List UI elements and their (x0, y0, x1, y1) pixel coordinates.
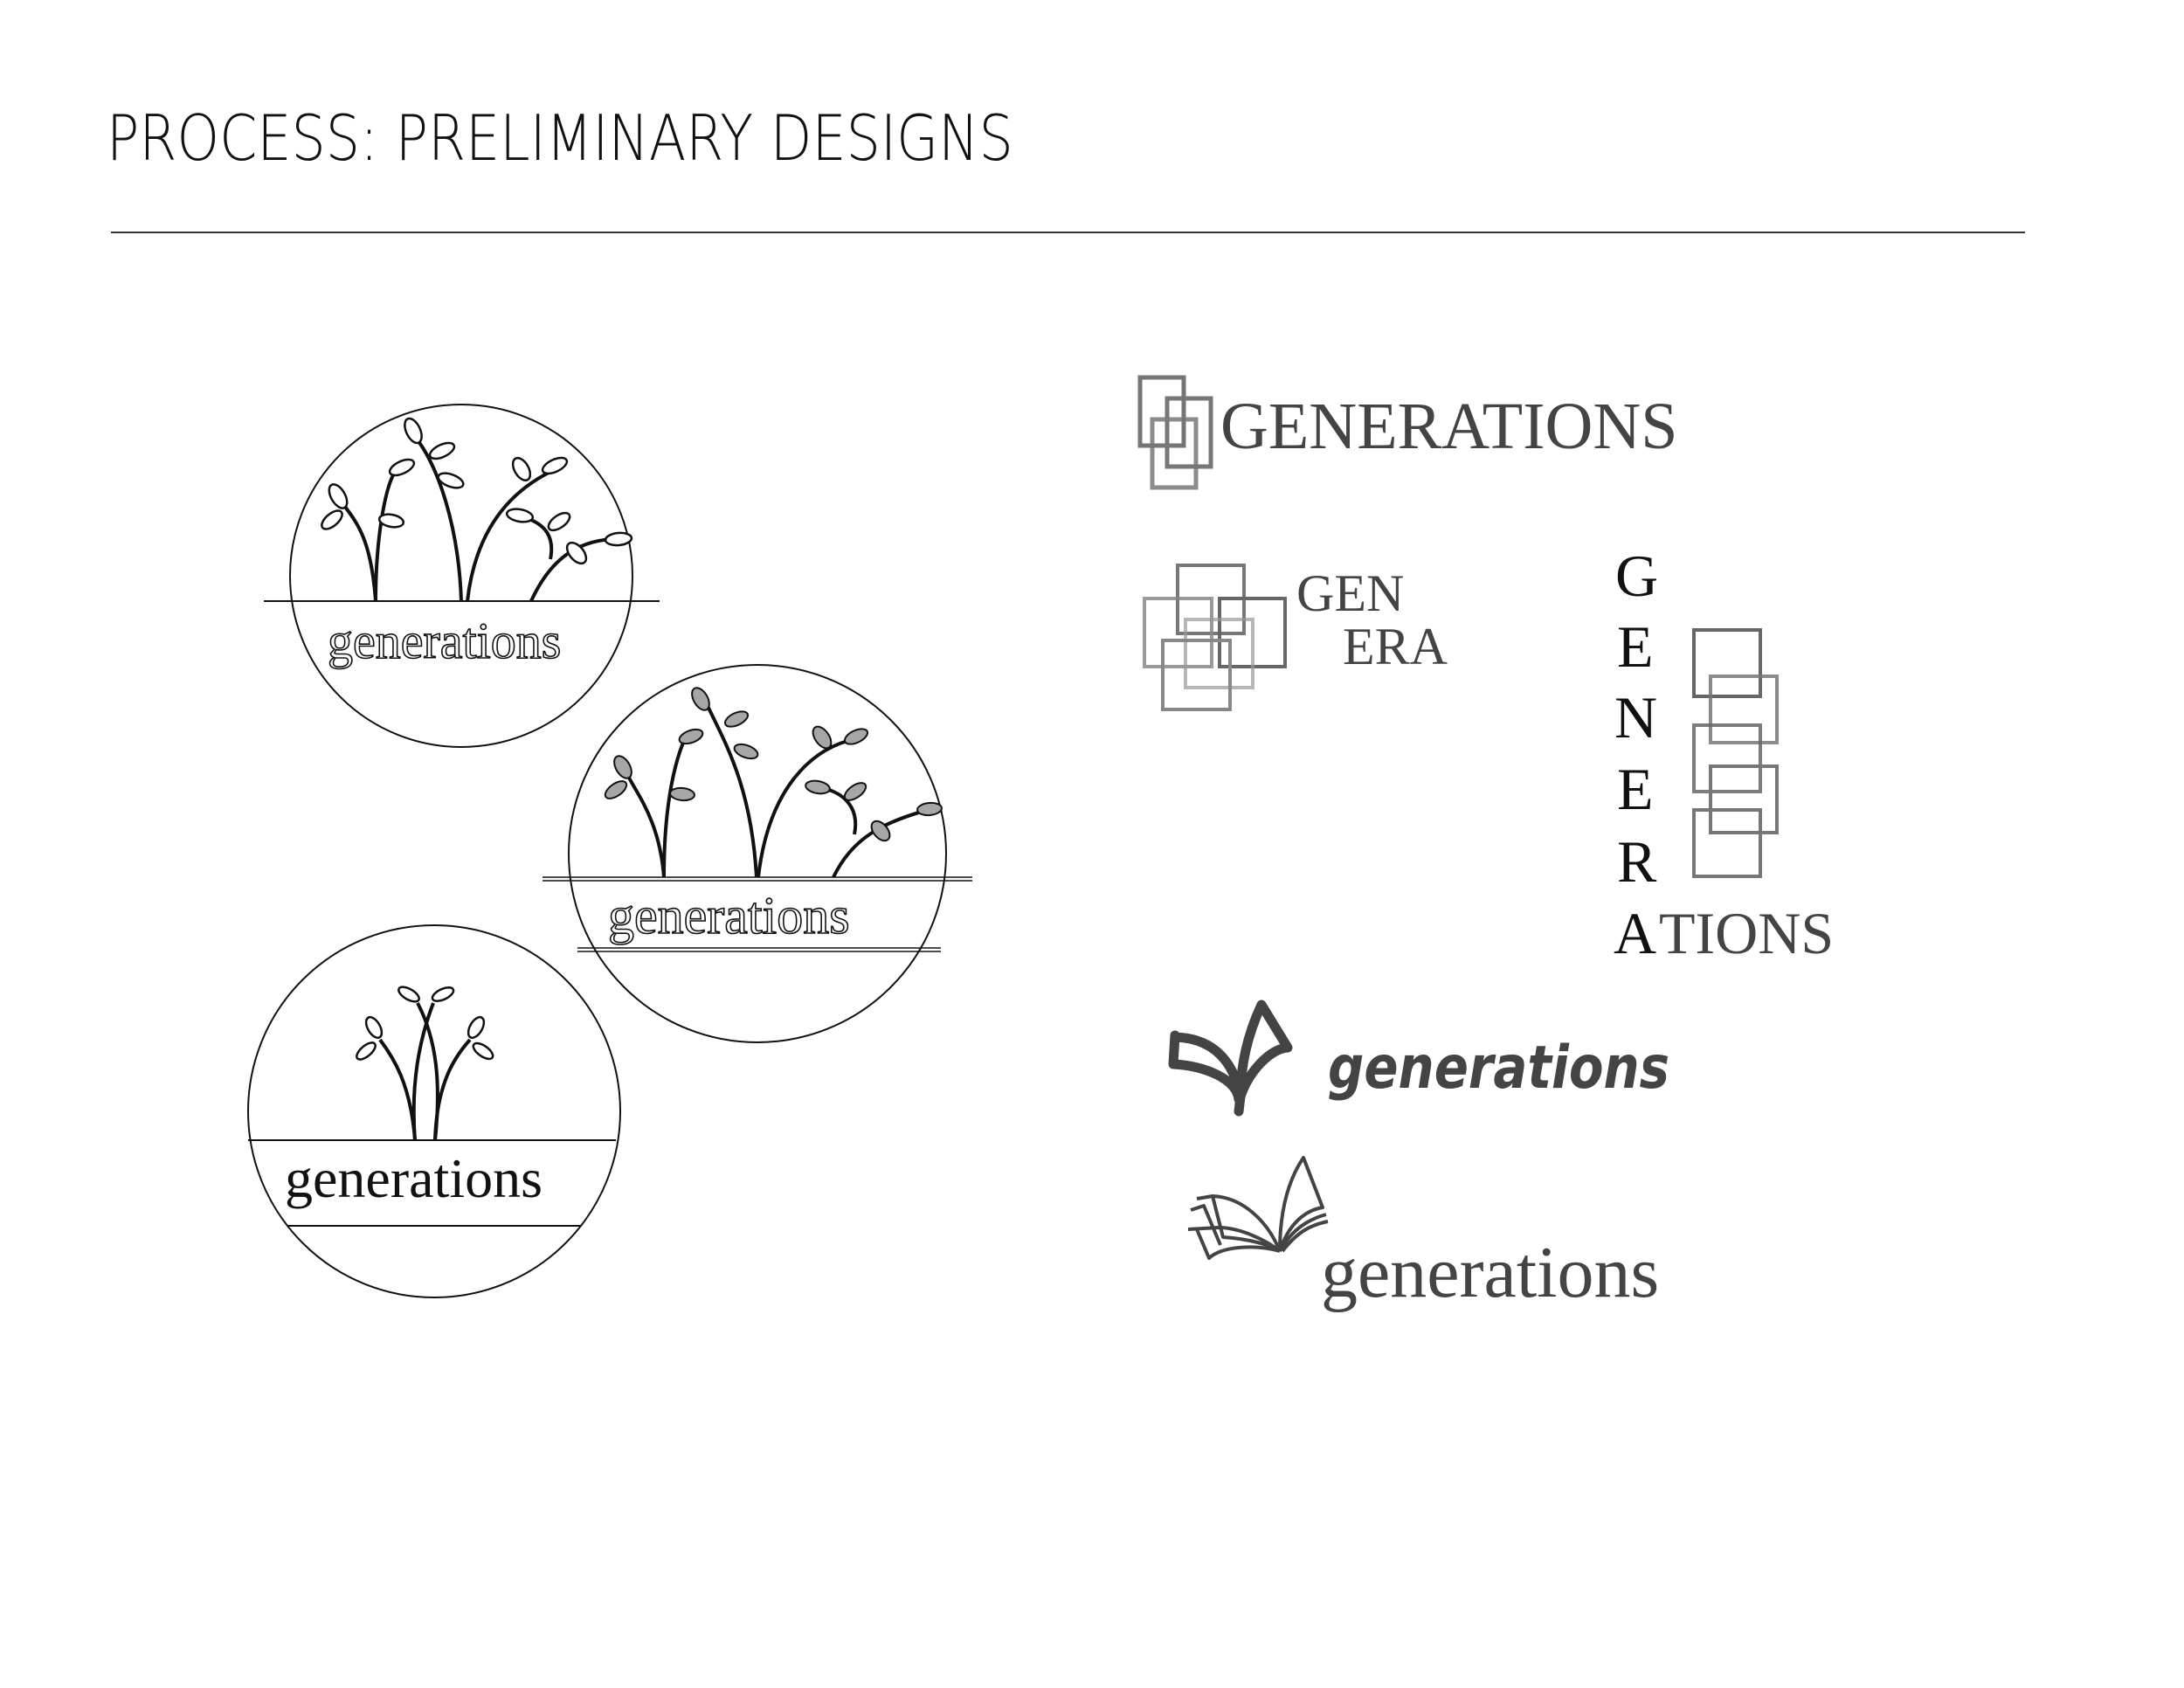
leaf-script-logo: generations (1168, 1000, 1669, 1117)
leaf-icon (1168, 1000, 1293, 1117)
page-title: PROCESS: PRELIMINARY DESIGNS (107, 101, 1013, 175)
vertical-letter-6: A (1614, 900, 1656, 966)
wordmark-suffix: TIONS (1659, 900, 1834, 966)
plant-stems (378, 1002, 472, 1141)
book-logo: generations (1187, 1156, 1659, 1313)
wordmark: generations (1328, 1032, 1669, 1102)
vertical-letter-5: R (1617, 828, 1657, 895)
plant-stems (343, 435, 612, 602)
circle-logo-filled: generations (543, 664, 972, 1043)
plant-leaves (356, 986, 494, 1061)
vertical-letter-2: E (1617, 613, 1654, 680)
vertical-wordmark-logo: G E N E R A TIONS (1614, 543, 1834, 966)
wordmark: generations (608, 887, 850, 944)
open-book-icon (1187, 1156, 1329, 1260)
plant-leaves (604, 687, 943, 842)
wordmark-line-2: ERA (1343, 618, 1448, 675)
logo-circle (247, 924, 621, 1298)
vertical-letter-3: N (1614, 684, 1657, 751)
logo-circle (568, 664, 947, 1043)
wordmark: generations (1321, 1232, 1659, 1313)
plant-leaves (321, 417, 633, 565)
circle-logo-sprout: generations (247, 924, 621, 1298)
title-divider (111, 232, 2025, 233)
squares-stacked-logo: GEN ERA (1143, 564, 1448, 711)
wordmark: generations (285, 1147, 543, 1209)
stacked-squares-icon (1692, 628, 1779, 878)
vertical-letter-1: G (1615, 543, 1658, 609)
squares-wordmark-logo: GENERATIONS (1137, 375, 1678, 490)
overlapping-squares-icon (1143, 564, 1287, 711)
logo-circle (289, 404, 633, 748)
circle-logo-outline: generations (264, 404, 660, 748)
vertical-letter-4: E (1617, 756, 1654, 822)
overlapping-squares-icon (1137, 375, 1213, 490)
wordmark: GENERATIONS (1220, 390, 1678, 463)
plant-stems (627, 705, 936, 878)
wordmark-line-1: GEN (1296, 564, 1404, 622)
wordmark: generations (328, 612, 561, 669)
